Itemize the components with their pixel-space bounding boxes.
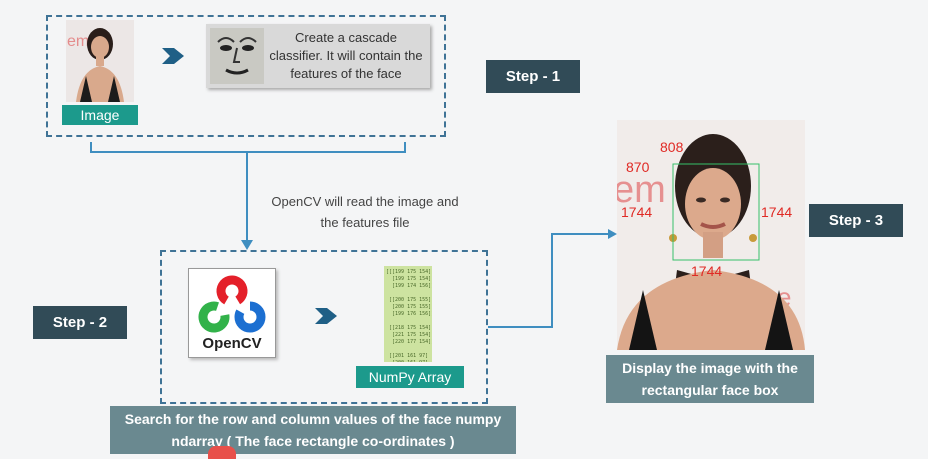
display-description-box: Display the image with the rectangular f… [606,355,814,403]
coord-left: 1744 [621,204,653,220]
opencv-logo: OpenCV [188,268,276,358]
step1-label: Step - 1 [486,60,580,93]
image-label: Image [62,105,138,125]
svg-text:em: em [617,169,666,211]
search-description-box: Search for the row and column values of … [110,406,516,454]
coord-top-left: 870 [626,159,650,175]
input-image-thumbnail: em [66,20,134,102]
cascade-classifier-box: Create a cascade classifier. It will con… [206,24,430,88]
numpy-matrix-image: [[[199 175 154] [199 175 154] [199 174 1… [384,266,432,362]
opencv-rings-icon [198,275,266,333]
step3-label: Step - 3 [809,204,903,237]
coord-right: 1744 [761,204,793,220]
svg-text:em: em [67,33,89,50]
matrix-values: [[[199 175 154] [199 175 154] [199 174 1… [386,269,432,362]
coord-top: 808 [660,139,684,155]
result-face-image: em e [617,120,805,350]
numpy-array-label: NumPy Array [356,366,464,388]
haar-face-icon [210,28,264,84]
chevron-arrow-icon [162,48,184,64]
step2-label: Step - 2 [33,306,127,339]
opencv-logo-text: OpenCV [202,335,262,352]
step2-group [160,250,488,404]
coord-bottom: 1744 [691,263,723,279]
step1-group [46,15,446,137]
opencv-read-note: OpenCV will read the image and the featu… [271,194,459,230]
cursor-indicator [208,446,236,459]
chevron-arrow-icon [315,308,337,324]
cascade-description: Create a cascade classifier. It will con… [269,30,423,81]
